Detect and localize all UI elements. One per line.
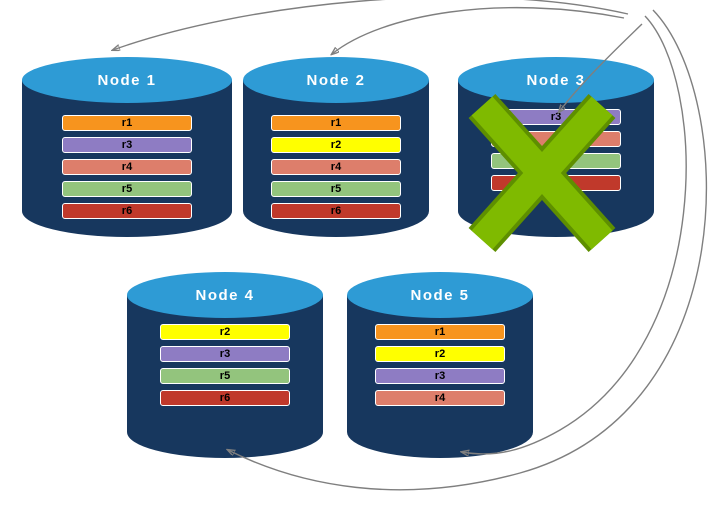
replica-list: r3 r4 r5 r6 [458, 109, 654, 191]
replica-r5: r5 [160, 368, 290, 384]
arrow-to-node2 [332, 6, 625, 54]
replica-list: r1 r2 r3 r4 [347, 324, 533, 406]
replica-r3: r3 [62, 137, 192, 153]
replica-r2: r2 [271, 137, 401, 153]
cylinder-top: Node 2 [243, 57, 429, 103]
replica-list: r1 r2 r4 r5 r6 [243, 115, 429, 219]
replica-r3: r3 [160, 346, 290, 362]
replica-list: r1 r3 r4 r5 r6 [22, 115, 232, 219]
node-label: Node 3 [526, 71, 586, 89]
replica-r2: r2 [375, 346, 505, 362]
node-label: Node 1 [97, 71, 157, 89]
replica-r5: r5 [271, 181, 401, 197]
arrow-to-node1 [113, 0, 629, 50]
cylinder-top: Node 1 [22, 57, 232, 103]
cylinder-top: Node 5 [347, 272, 533, 318]
replica-r5: r5 [62, 181, 192, 197]
replica-r3: r3 [491, 109, 621, 125]
node-cylinder-1: Node 1 r1 r3 r4 r5 r6 [22, 57, 232, 237]
replica-r6: r6 [271, 203, 401, 219]
replica-list: r2 r3 r5 r6 [127, 324, 323, 406]
replica-r1: r1 [271, 115, 401, 131]
replica-r4: r4 [491, 131, 621, 147]
node-label: Node 2 [306, 71, 366, 89]
node-cylinder-4: Node 4 r2 r3 r5 r6 [127, 272, 323, 458]
node-cylinder-5: Node 5 r1 r2 r3 r4 [347, 272, 533, 458]
node-label: Node 4 [195, 286, 255, 304]
replica-r4: r4 [62, 159, 192, 175]
node-label: Node 5 [410, 286, 470, 304]
replica-r4: r4 [271, 159, 401, 175]
replica-r6: r6 [160, 390, 290, 406]
replica-r5: r5 [491, 153, 621, 169]
cylinder-top: Node 3 [458, 57, 654, 103]
replica-r3: r3 [375, 368, 505, 384]
cylinder-top: Node 4 [127, 272, 323, 318]
node-cylinder-3: Node 3 r3 r4 r5 r6 [458, 57, 654, 237]
replica-r6: r6 [62, 203, 192, 219]
replica-r4: r4 [375, 390, 505, 406]
replica-r6: r6 [491, 175, 621, 191]
replica-r2: r2 [160, 324, 290, 340]
replica-r1: r1 [62, 115, 192, 131]
node-cylinder-2: Node 2 r1 r2 r4 r5 r6 [243, 57, 429, 237]
replica-r1: r1 [375, 324, 505, 340]
